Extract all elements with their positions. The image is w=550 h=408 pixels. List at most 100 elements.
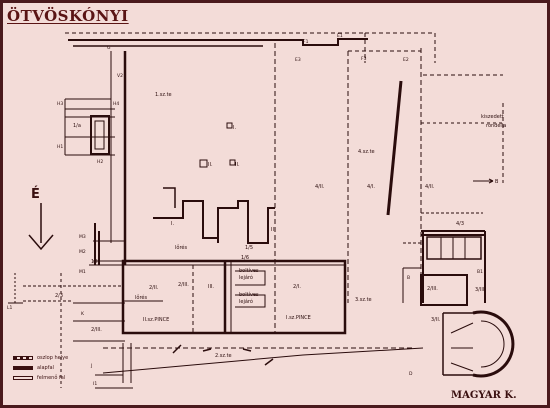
bottom-wall-4 bbox=[95, 374, 133, 389]
room-2: 2.sz.te bbox=[215, 353, 232, 359]
room-1: 1.sz.te bbox=[155, 92, 172, 98]
label-4-II: 4/II. bbox=[315, 184, 325, 190]
legend-row-foundation: alapfal bbox=[13, 363, 68, 373]
pt-F1: F1 bbox=[303, 39, 309, 45]
label-1-6: 1/6 bbox=[241, 255, 249, 261]
top-wall bbox=[68, 38, 368, 46]
label-2-I: 2/I. bbox=[293, 284, 301, 290]
pt-L1: L1 bbox=[7, 305, 13, 311]
pt-H1: H1 bbox=[57, 144, 63, 150]
room-4: 4.sz.te bbox=[358, 149, 375, 155]
label-bolt3: boltíves bbox=[239, 291, 259, 298]
title: ÖTVÖSKÓNYI bbox=[7, 7, 129, 25]
floor-plan: 1.sz.te 4.sz.te 2.sz.te 3.sz.te II.sz.PI… bbox=[7, 32, 515, 389]
label-I-b: I. bbox=[171, 221, 174, 227]
label-B: B bbox=[495, 179, 499, 185]
label-2-III-c: 2/III. bbox=[427, 286, 438, 292]
label-I: I. bbox=[233, 125, 236, 131]
label-1-5: 1/5 bbox=[245, 245, 253, 251]
label-2-III-b: 2/III. bbox=[91, 327, 102, 333]
pt-I1: I1 bbox=[93, 381, 97, 387]
rondella bbox=[472, 310, 515, 378]
label-II-b: II. bbox=[235, 162, 240, 168]
tower-inner bbox=[94, 120, 105, 150]
bottom-wall-3 bbox=[122, 343, 132, 383]
label-4-I: 4/I. bbox=[367, 184, 375, 190]
bottom-wall-2 bbox=[102, 347, 424, 374]
left-lower-wall bbox=[73, 240, 125, 342]
rondella-lines bbox=[450, 322, 474, 372]
tower-block bbox=[90, 115, 110, 155]
cellar-outer bbox=[121, 259, 347, 335]
label-II: II. bbox=[208, 162, 213, 168]
label-bolt1: boltíves bbox=[239, 267, 259, 274]
legend-row-column: oszlop helye bbox=[13, 353, 68, 363]
inner-wall-3 bbox=[163, 187, 176, 208]
legend-swatch-hatch bbox=[13, 356, 33, 360]
drawing-frame: ÖTVÖSKÓNYI bbox=[3, 3, 547, 405]
label-4-3: 4/3 bbox=[456, 221, 464, 227]
label-1-II: 1/II. bbox=[91, 259, 101, 265]
pt-K: K bbox=[81, 311, 85, 317]
right-inner-wall bbox=[402, 267, 421, 303]
pt-B1: B1 bbox=[477, 269, 483, 275]
arrow-B-head bbox=[488, 178, 494, 184]
pt-D: D bbox=[409, 371, 413, 377]
label-kitero2: lőrés bbox=[135, 294, 147, 301]
pt-F3: F3 bbox=[361, 56, 367, 62]
pt-H3: H3 bbox=[57, 101, 63, 107]
legend: oszlop helye alapfal felmenő fal bbox=[13, 353, 68, 383]
note-kiszedett: kiszedett bbox=[481, 114, 504, 120]
label-3-III: 3/III. bbox=[475, 287, 486, 293]
pt-G: G bbox=[107, 45, 111, 51]
rondella-inner bbox=[480, 320, 505, 368]
cellar-1: II.sz.PINCE bbox=[143, 317, 169, 323]
pt-J: J bbox=[90, 363, 92, 369]
label-2-III: 2/III. bbox=[178, 282, 189, 288]
pillar-2 bbox=[199, 159, 208, 168]
north-label: É bbox=[31, 187, 40, 202]
label-kitero: lőrés bbox=[175, 244, 187, 251]
label-bolt2: lejáró bbox=[239, 274, 253, 281]
legend-row-wall: felmenő fal bbox=[13, 373, 68, 383]
north-arrow bbox=[28, 203, 54, 251]
inner-wall-1 bbox=[153, 200, 275, 244]
left-steps bbox=[94, 223, 100, 265]
rondella-wall bbox=[442, 312, 475, 376]
label-II-c: II. bbox=[271, 227, 276, 233]
pt-E1: E1 bbox=[337, 33, 343, 39]
label-bolt4: lejáró bbox=[239, 298, 253, 305]
right-chamber-div bbox=[440, 237, 466, 259]
pillar-3 bbox=[229, 159, 236, 166]
pt-H2: H2 bbox=[97, 159, 103, 165]
right-bastion-wall bbox=[421, 230, 486, 303]
pt-E3: E3 bbox=[295, 57, 301, 63]
pt-M1: M1 bbox=[79, 269, 86, 275]
label-4-II-b: 4/II. bbox=[425, 184, 435, 190]
right-exterior-dashed bbox=[423, 33, 504, 183]
pt-V2: V2 bbox=[117, 73, 123, 79]
cellar-interior bbox=[123, 270, 266, 308]
author: MAGYAR K. bbox=[451, 390, 517, 401]
pt-M3: M3 bbox=[79, 234, 86, 240]
legend-label-column: oszlop helye bbox=[37, 355, 69, 361]
room-3: 3.sz.te bbox=[355, 297, 372, 303]
pt-H4: H4 bbox=[113, 101, 119, 107]
bottom-slashes bbox=[172, 344, 274, 366]
pt-E2: E2 bbox=[403, 57, 409, 63]
pt-M2: M2 bbox=[79, 249, 86, 255]
pt-B: B bbox=[407, 275, 410, 281]
label-1a: 1/a bbox=[73, 123, 81, 129]
legend-label-foundation: alapfal bbox=[37, 365, 54, 371]
right-lower-chamber bbox=[420, 274, 468, 306]
label-III: III. bbox=[208, 284, 214, 290]
diagonal-wall bbox=[386, 80, 403, 216]
label-3-II: 3/II. bbox=[431, 317, 441, 323]
note-rondella: rondella bbox=[486, 123, 506, 129]
right-chamber bbox=[426, 236, 482, 260]
legend-swatch-fill bbox=[13, 366, 33, 370]
cellar-2: I.sz.PINCE bbox=[286, 315, 311, 321]
label-2-3: 2/3 bbox=[55, 293, 63, 299]
legend-swatch-empty bbox=[13, 376, 33, 380]
legend-label-wall: felmenő fal bbox=[37, 375, 66, 381]
